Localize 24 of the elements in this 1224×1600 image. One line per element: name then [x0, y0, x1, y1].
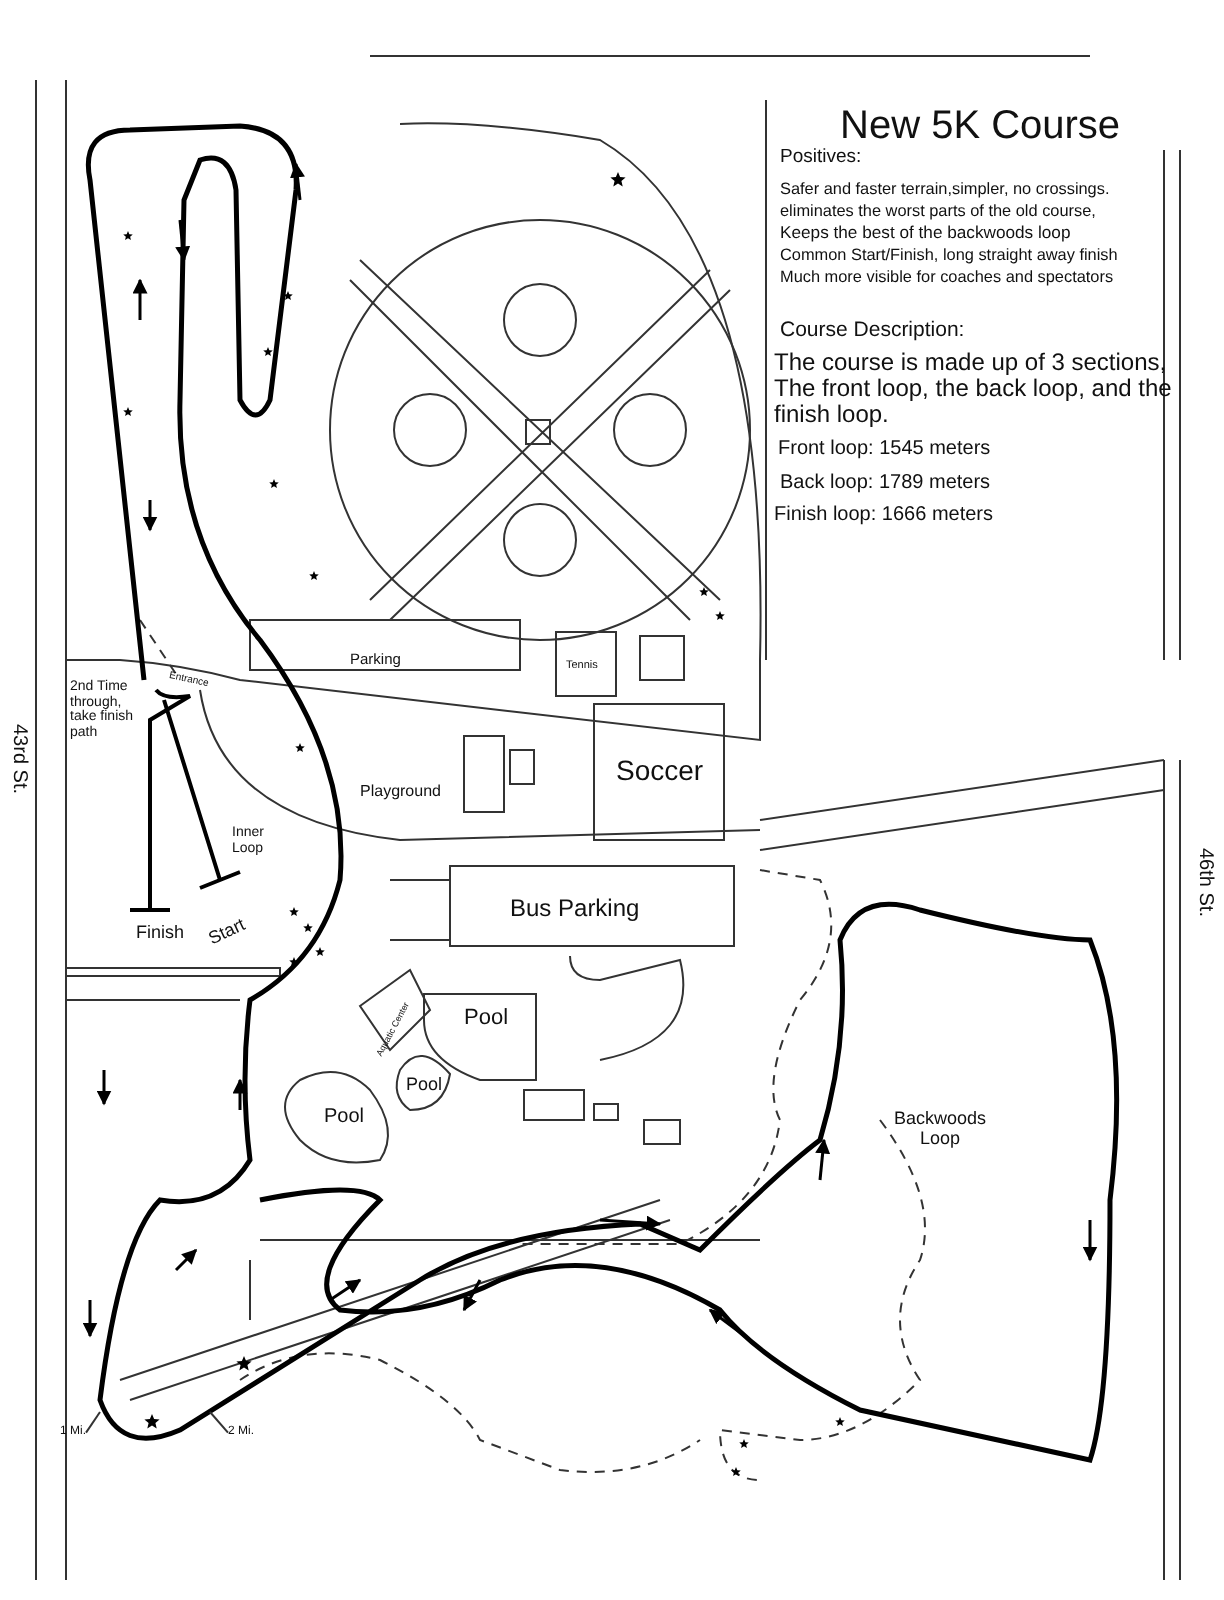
- start-finish-label: Start: [206, 915, 249, 950]
- area-label: Pool: [406, 1076, 443, 1096]
- street-label: 43rd St.: [8, 724, 30, 795]
- distance-text: Finish loop: 1666 meters: [774, 504, 994, 526]
- note-text: Much more visible for coaches and spectators: [780, 268, 1114, 287]
- section-heading: Positives:: [780, 148, 862, 169]
- area-label: Backwoods Loop: [891, 1110, 989, 1150]
- section-heading: Course Description:: [780, 320, 965, 344]
- note-text: eliminates the worst parts of the old course,: [780, 202, 1096, 221]
- title: New 5K Course: [840, 104, 1121, 148]
- distance-text: Front loop: 1545 meters: [778, 438, 991, 460]
- area-label: Soccer: [616, 756, 704, 787]
- street-label: 46th St.: [1194, 848, 1216, 917]
- area-label: Pool: [464, 1006, 509, 1031]
- area-label: Bus Parking: [510, 896, 640, 923]
- start-finish-label: Finish: [136, 924, 185, 944]
- area-label: Pool: [324, 1106, 365, 1128]
- leader-line: [85, 1411, 101, 1434]
- distance-text: Back loop: 1789 meters: [780, 472, 991, 494]
- note-text: Safer and faster terrain,simpler, no crossings.: [780, 180, 1110, 199]
- area-label: Playground: [360, 784, 441, 802]
- note-text: Common Start/Finish, long straight away finish: [780, 246, 1118, 265]
- leader-line: [209, 1411, 229, 1434]
- note-text: Keeps the best of the backwoods loop: [780, 224, 1071, 243]
